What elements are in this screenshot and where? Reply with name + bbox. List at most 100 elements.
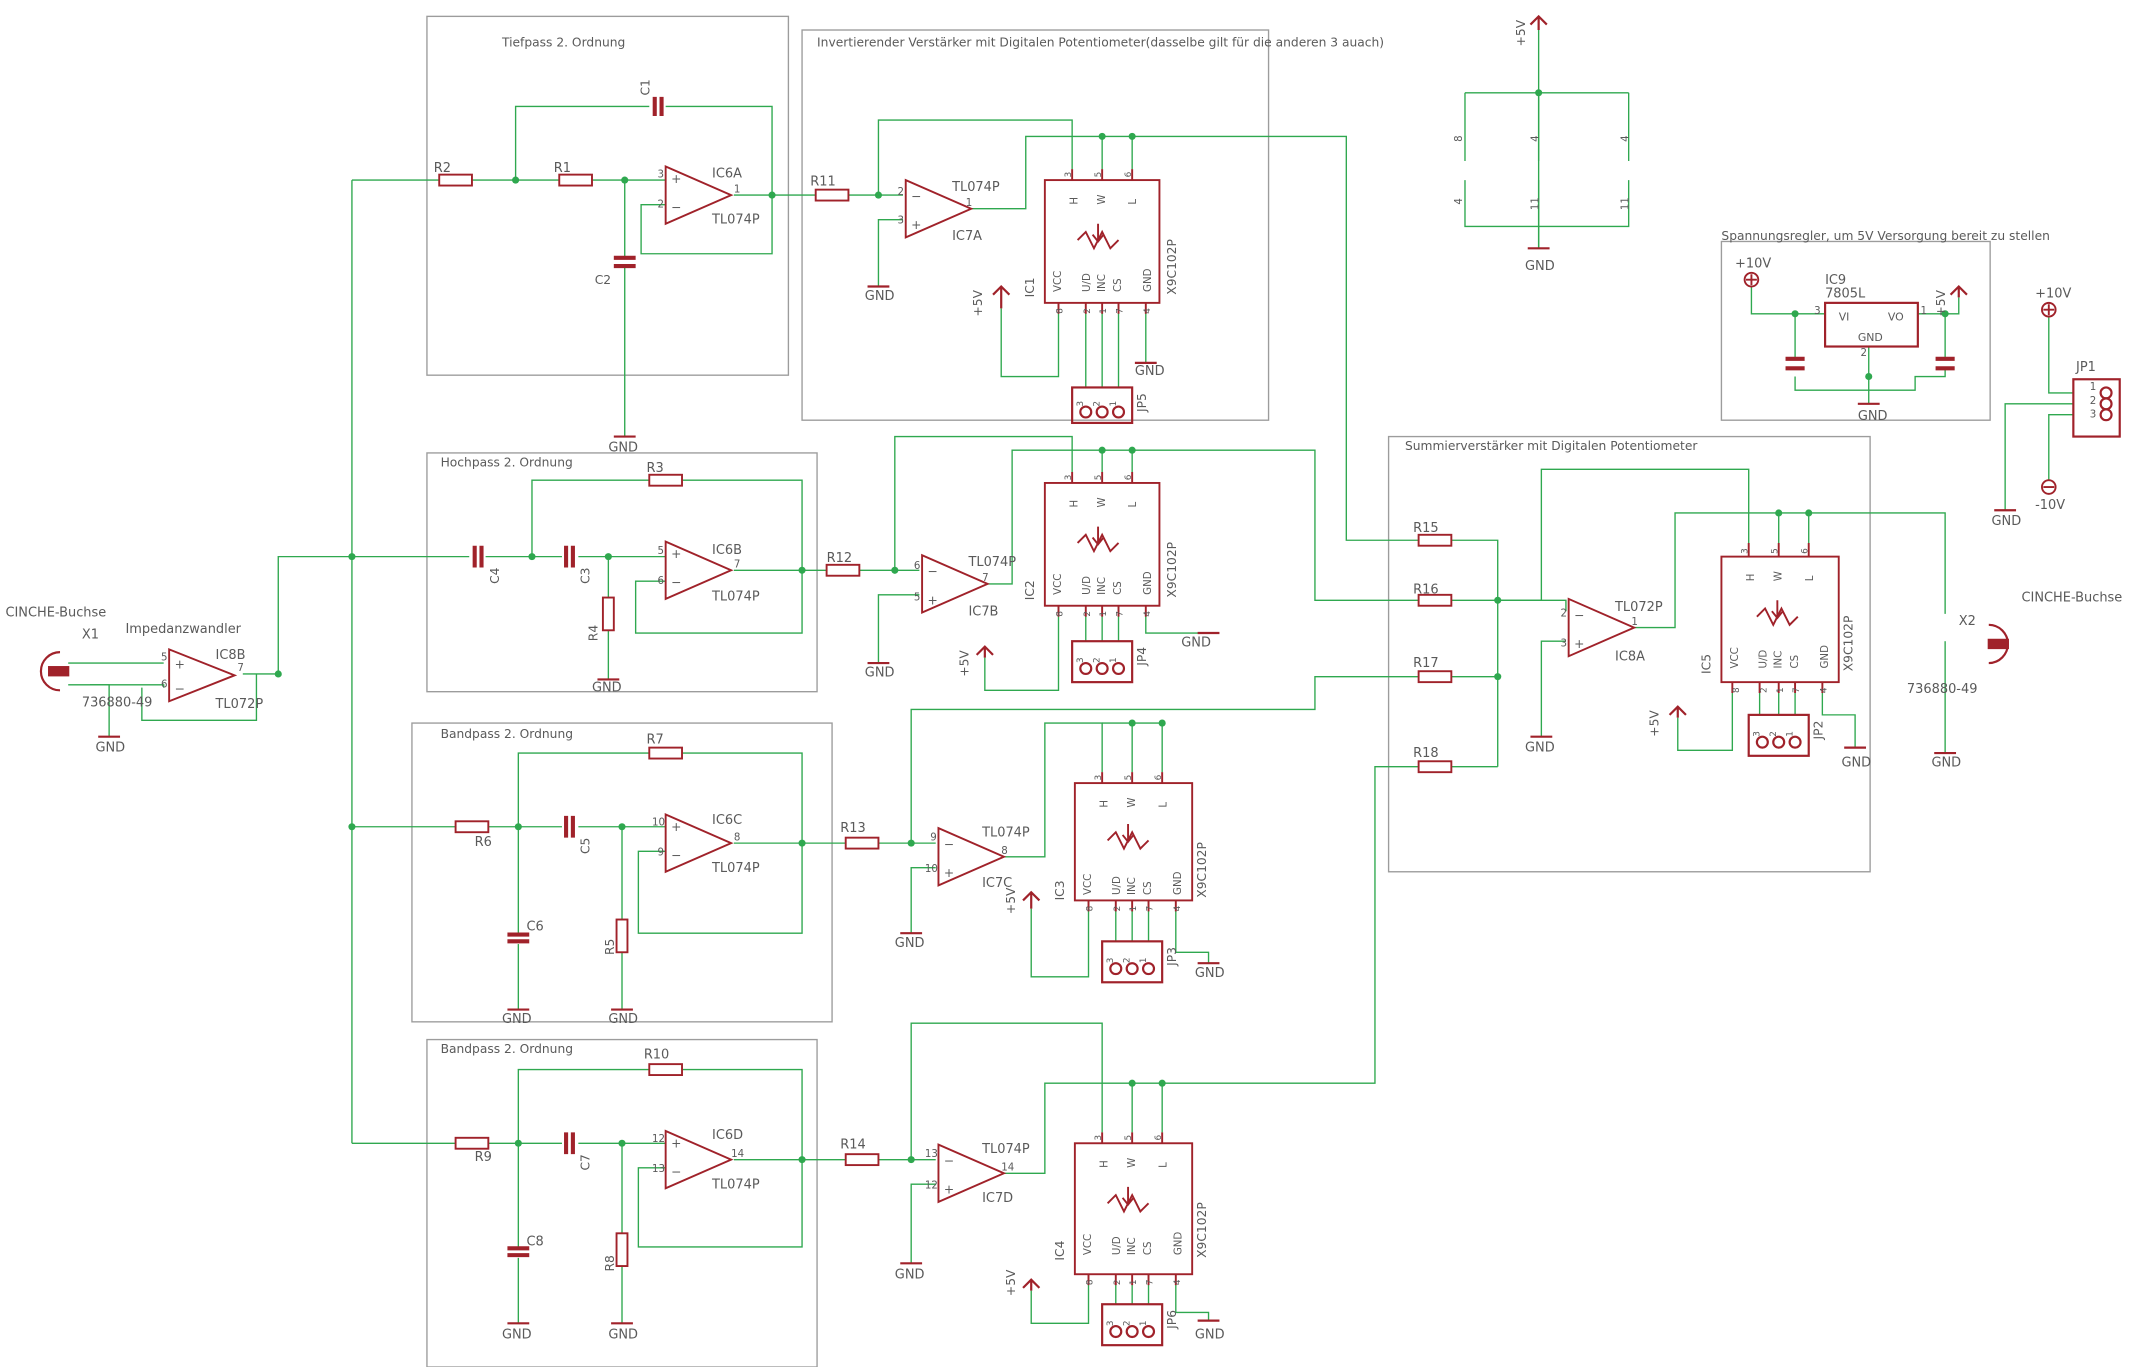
- svg-text:2: 2: [657, 199, 664, 210]
- jp-pin: 2: [1092, 657, 1102, 663]
- jp-pin: 1: [1139, 958, 1149, 964]
- ic6a-label: IC6A: [712, 166, 742, 181]
- ic7c-label: IC7C: [982, 876, 1012, 891]
- pot-pin-num: 7: [1146, 906, 1156, 912]
- pot-pin-cs: CS: [1143, 881, 1154, 895]
- r4-label: R4: [586, 625, 600, 642]
- c2-plates: [613, 255, 636, 269]
- pot-pin-num: 7: [1146, 1280, 1156, 1286]
- svg-text:+: +: [671, 172, 681, 186]
- gnd-7: GND: [1181, 636, 1211, 651]
- p5v-label: +5V: [1648, 710, 1662, 737]
- r9-label: R9: [475, 1150, 492, 1165]
- ic9-label: IC9: [1825, 273, 1846, 288]
- ic7a-type: TL074P: [951, 180, 1000, 195]
- pot-pin-num: 5: [1770, 548, 1780, 554]
- gnd-13: GND: [502, 1327, 532, 1342]
- pot-pin-vcc: VCC: [1083, 1234, 1094, 1255]
- pot-pin-ud: U/D: [1112, 1236, 1123, 1255]
- gnd-3: GND: [865, 289, 895, 304]
- frames: [411, 15, 1991, 1367]
- ic3-body: [1073, 782, 1194, 902]
- pot-pin-h: H: [1070, 500, 1081, 508]
- svg-text:6: 6: [914, 561, 921, 572]
- p5v-label: +5V: [971, 289, 985, 316]
- svg-text:1: 1: [966, 198, 973, 209]
- r14-label: R14: [840, 1138, 865, 1153]
- gnd-20: GND: [1858, 409, 1888, 424]
- regulator: [1823, 301, 1919, 348]
- pot-pin-h: H: [1070, 197, 1081, 205]
- x2-title: CINCHE-Buchse: [2022, 591, 2123, 606]
- pin-num: 11: [1531, 197, 1542, 210]
- r5-body: [615, 918, 629, 954]
- gnd-16: GND: [1525, 741, 1555, 756]
- ic6d-type: TL074P: [711, 1177, 760, 1192]
- ic6a-shape: [664, 164, 734, 226]
- pot-pin-inc: INC: [1127, 877, 1138, 895]
- svg-text:−: −: [928, 565, 938, 579]
- pot-pin-h: H: [1100, 1160, 1111, 1168]
- pot-pin-num: 6: [1124, 474, 1134, 480]
- gnd-5: GND: [592, 681, 622, 696]
- svg-text:−: −: [671, 1165, 681, 1179]
- svg-text:−: −: [1574, 608, 1584, 622]
- svg-text:1: 1: [2090, 382, 2097, 393]
- r13-label: R13: [840, 821, 865, 836]
- jp-pin: 2: [1769, 731, 1779, 737]
- svg-text:5: 5: [914, 592, 921, 603]
- pot-pin-inc: INC: [1097, 274, 1108, 292]
- jp4-label: JP4: [1135, 647, 1149, 667]
- pot-pin-num: 1: [1099, 611, 1109, 617]
- jp3-label: JP3: [1165, 947, 1179, 967]
- pot-pin-num: 6: [1124, 171, 1134, 177]
- pot-pin-num: 2: [1083, 611, 1093, 617]
- jp5-body: [1071, 386, 1134, 425]
- c7-label: C7: [578, 1154, 592, 1170]
- c8-plates: [507, 1246, 530, 1258]
- pot-pin-gnd: GND: [1173, 1232, 1184, 1256]
- r13-body: [844, 836, 880, 850]
- r6-body: [454, 820, 490, 834]
- svg-text:2: 2: [2090, 396, 2097, 407]
- capacitors: [472, 96, 1955, 1258]
- ic7c-type: TL074P: [981, 825, 1030, 840]
- pot-pin-num: 3: [1094, 1135, 1104, 1141]
- pot-pin-num: 3: [1064, 172, 1074, 178]
- pot-pin-cs: CS: [1113, 278, 1124, 292]
- svg-text:+: +: [944, 1183, 954, 1197]
- ic8b-label: IC8B: [216, 648, 246, 663]
- cinch-connectors: [39, 623, 2009, 692]
- ic6d-label: IC6D: [712, 1128, 743, 1143]
- pot-pin-num: 4: [1819, 687, 1829, 693]
- svg-text:12: 12: [925, 1180, 938, 1191]
- pot-pin-num: 4: [1173, 905, 1183, 911]
- pot-pin-w: W: [1127, 798, 1138, 808]
- pot-pin-w: W: [1097, 497, 1108, 507]
- svg-text:14: 14: [731, 1149, 744, 1160]
- imp-label: Impedanzwandler: [125, 622, 241, 637]
- gnd-17: GND: [1841, 756, 1871, 771]
- ic5-body: [1720, 555, 1840, 684]
- resistors: [438, 173, 1453, 1267]
- pot-pin-num: 2: [1083, 308, 1093, 314]
- p10v-label-2: +10V: [2035, 286, 2071, 301]
- pot-pin-num: 2: [1113, 1280, 1123, 1286]
- jp-pin: 1: [1109, 657, 1119, 663]
- svg-text:2: 2: [898, 187, 905, 198]
- pot-pin-gnd: GND: [1143, 268, 1154, 292]
- pot-ref: IC4: [1053, 1240, 1067, 1260]
- r5-label: R5: [603, 939, 617, 955]
- pot-pin-cs: CS: [1790, 655, 1801, 669]
- jp2-label: JP2: [1811, 721, 1825, 741]
- r10-label: R10: [644, 1048, 669, 1063]
- svg-text:−: −: [671, 576, 681, 590]
- x1-title: CINCHE-Buchse: [5, 606, 106, 621]
- pin-num: 4: [1454, 198, 1465, 205]
- pot-pin-vcc: VCC: [1730, 647, 1741, 668]
- r1-body: [558, 173, 593, 187]
- title-bandpass-2: Bandpass 2. Ordnung: [441, 1042, 573, 1056]
- pot-pin-num: 2: [1113, 906, 1123, 912]
- ic7b-shape: [921, 553, 990, 615]
- pot-type: X9C102P: [1195, 1202, 1209, 1258]
